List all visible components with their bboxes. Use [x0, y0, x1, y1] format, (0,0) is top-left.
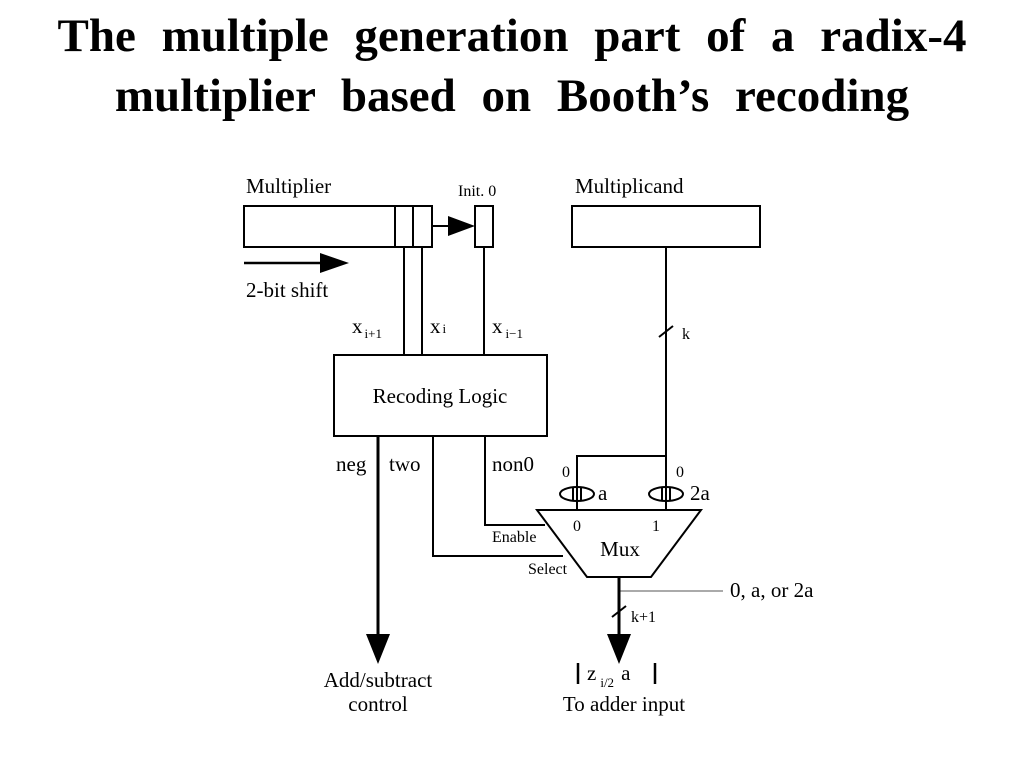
a-input-label: a	[598, 481, 608, 505]
add-sub-label-line-1: Add/subtract	[324, 668, 433, 692]
enable-label: Enable	[492, 529, 536, 546]
neg-arrow-head	[366, 634, 390, 664]
neg-label: neg	[336, 452, 367, 476]
k-label: k	[682, 326, 690, 343]
non0-label: non0	[492, 452, 534, 476]
two-label: two	[389, 452, 421, 476]
mux-input-0-label: 0	[573, 518, 581, 535]
mux-shape	[535, 509, 703, 578]
shift-arrow-head	[320, 253, 349, 273]
add-sub-label-line-2: control	[348, 692, 408, 716]
init-cell	[474, 205, 494, 248]
zero-right-label: 0	[676, 464, 684, 481]
k-plus-1-bus-mark	[611, 605, 627, 618]
zero-left-label: 0	[562, 464, 570, 481]
select-label: Select	[528, 561, 568, 578]
init-arrow-head	[448, 216, 475, 236]
slide-title: The multiple generation part of a radix-…	[0, 6, 1024, 126]
mux-output-label: 0, a, or 2a	[730, 578, 814, 602]
adder-input-label: To adder input	[563, 692, 685, 716]
k-plus-1-label: k+1	[631, 609, 656, 626]
two-wire	[432, 436, 563, 557]
title-line-2: multiplier based on Booth’s recoding	[114, 70, 910, 122]
recoding-logic-label: Recoding Logic	[373, 384, 508, 408]
2a-shift-ellipse	[648, 486, 684, 502]
multiplicand-to-a-wire	[576, 455, 666, 510]
a-shift-ellipse	[559, 486, 595, 502]
shift-label: 2-bit shift	[246, 278, 328, 302]
multiplier-register	[243, 205, 433, 248]
multiplicand-register	[571, 205, 761, 248]
mux-label: Mux	[600, 537, 640, 561]
mux-output-arrow-head	[607, 634, 631, 664]
mux-input-1-label: 1	[652, 518, 660, 535]
multiplicand-label: Multiplicand	[575, 174, 684, 198]
multiplier-label: Multiplier	[246, 174, 331, 198]
non0-wire	[484, 436, 545, 526]
recoding-logic-box	[333, 354, 548, 437]
init-label: Init. 0	[458, 183, 496, 200]
k-bus-mark	[658, 325, 674, 338]
2a-input-label: 2a	[690, 481, 711, 505]
title-line-1: The multiple generation part of a radix-…	[57, 10, 967, 62]
